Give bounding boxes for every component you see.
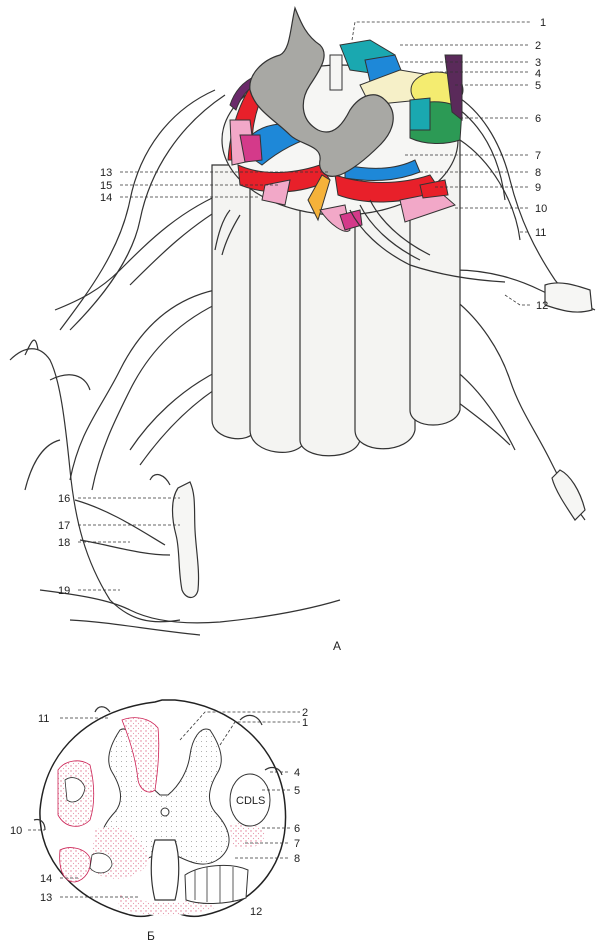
label-b-11: 11 — [38, 713, 49, 725]
label-a-4: 4 — [535, 68, 541, 80]
label-b-14: 14 — [40, 873, 52, 885]
label-b-5: 5 — [294, 785, 300, 797]
caption-b: Б — [147, 929, 155, 943]
label-a-6: 6 — [535, 113, 541, 125]
label-a-9: 9 — [535, 182, 541, 194]
label-b-6: 6 — [294, 823, 300, 835]
label-a-16: 16 — [58, 493, 70, 505]
rootlets — [214, 199, 506, 283]
label-b-8: 8 — [294, 853, 300, 865]
label-a-19: 19 — [58, 585, 70, 597]
label-b-7: 7 — [294, 838, 300, 850]
label-b-2: 2 — [302, 707, 308, 719]
label-a-13: 13 — [100, 167, 112, 179]
label-a-3: 3 — [535, 57, 541, 69]
label-b-1: 1 — [302, 717, 308, 729]
label-a-10: 10 — [535, 203, 547, 215]
label-a-5: 5 — [535, 80, 541, 92]
label-b-12: 12 — [250, 906, 262, 918]
figure-b-labels: 2 1 11 4 5 6 7 8 10 14 13 12 Б — [10, 707, 308, 943]
label-a-17: 17 — [58, 520, 70, 532]
figure-a: 1 2 3 4 5 6 7 8 9 10 11 12 13 14 15 16 1… — [9, 6, 596, 653]
label-a-1: 1 — [540, 17, 546, 29]
label-b-13: 13 — [40, 892, 52, 904]
nerve-roots-right — [454, 94, 596, 521]
label-a-8: 8 — [535, 167, 541, 179]
label-b-4: 4 — [294, 767, 300, 779]
label-a-18: 18 — [58, 537, 70, 549]
label-a-2: 2 — [535, 40, 541, 52]
label-a-15: 15 — [100, 180, 112, 192]
label-b-10: 10 — [10, 825, 22, 837]
label-a-7: 7 — [535, 150, 541, 162]
cord-cross-section — [221, 6, 464, 232]
label-a-12: 12 — [536, 300, 548, 312]
nerve-roots-left — [9, 89, 341, 636]
figure-b: CDLS 2 1 11 4 5 6 — [10, 699, 308, 943]
label-a-14: 14 — [100, 192, 112, 204]
cdls-text: CDLS — [236, 795, 265, 807]
label-a-11: 11 — [535, 227, 546, 239]
figure-a-labels: 1 2 3 4 5 6 7 8 9 10 11 12 13 14 15 16 1… — [58, 17, 548, 653]
caption-a: А — [333, 639, 341, 653]
